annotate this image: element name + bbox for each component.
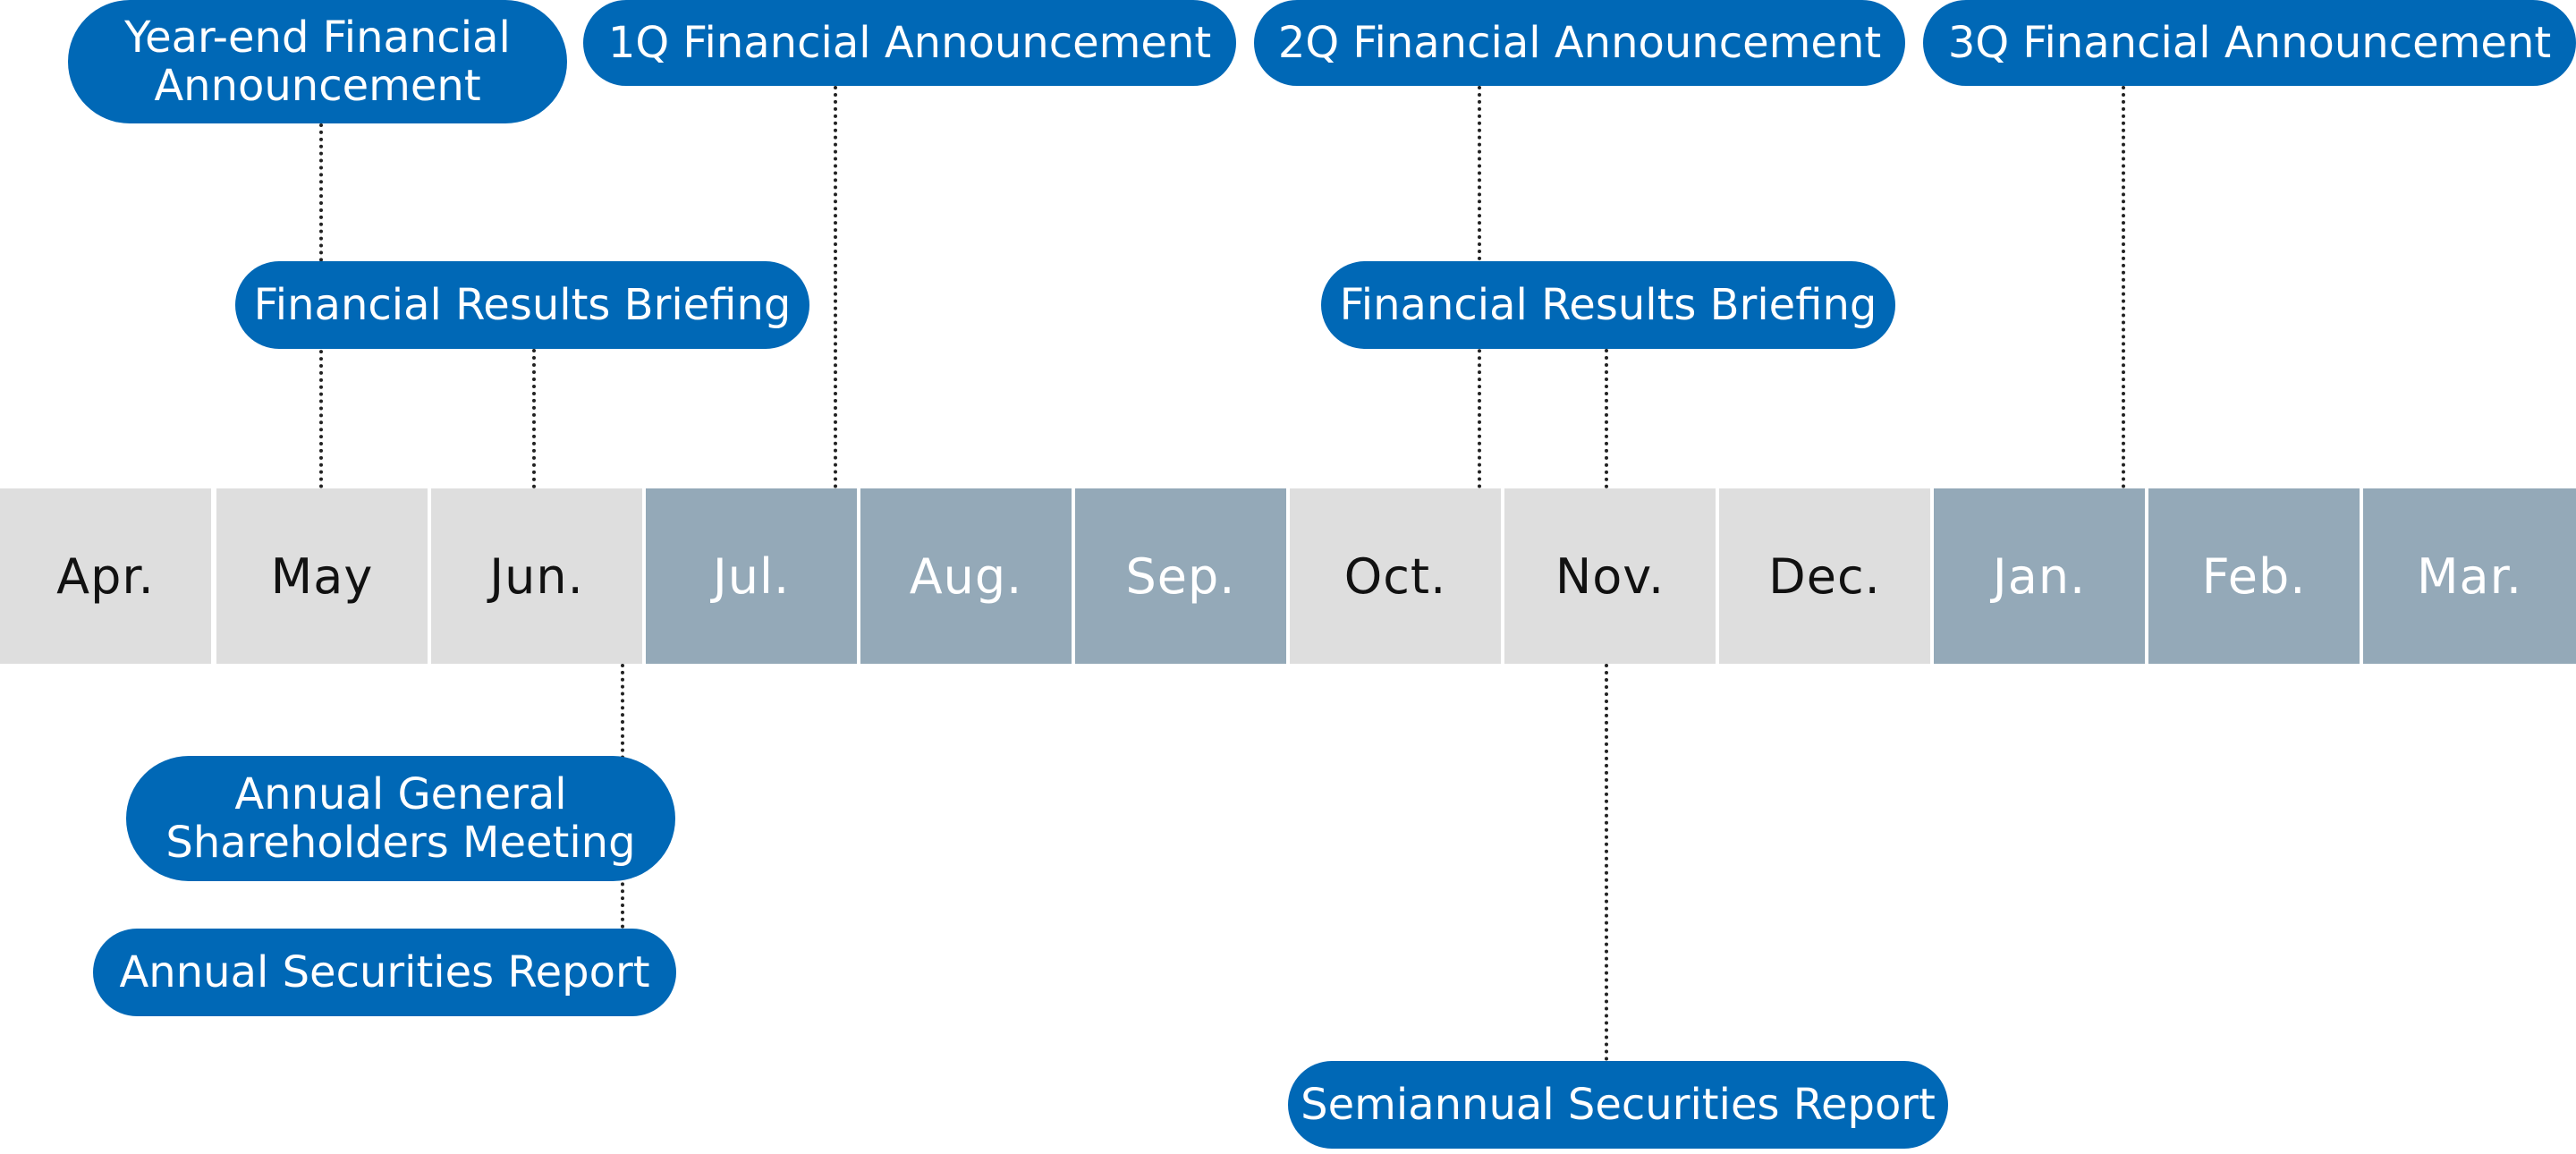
- semiannual-securities-report-pill: Semiannual Securities Report: [1288, 1061, 1948, 1149]
- month-feb: Feb.: [2148, 488, 2360, 664]
- q3-announcement-pill: 3Q Financial Announcement: [1923, 0, 2576, 86]
- month-oct: Oct.: [1290, 488, 1501, 664]
- annual-securities-report-pill: Annual Securities Report: [93, 929, 676, 1016]
- connector-q1: [834, 86, 837, 488]
- results-briefing-nov-pill: Financial Results Briefing: [1321, 261, 1895, 349]
- connector-briefing-nov: [1605, 349, 1608, 488]
- month-may: May: [216, 488, 428, 664]
- month-aug: Aug.: [860, 488, 1072, 664]
- results-briefing-may-pill: Financial Results Briefing: [235, 261, 809, 349]
- agm-pill: Annual General Shareholders Meeting: [126, 756, 675, 881]
- month-jun: Jun.: [431, 488, 642, 664]
- month-mar: Mar.: [2363, 488, 2576, 664]
- q1-announcement-pill: 1Q Financial Announcement: [583, 0, 1236, 86]
- month-nov: Nov.: [1504, 488, 1716, 664]
- month-jul: Jul.: [646, 488, 857, 664]
- year-end-announcement-pill: Year-end Financial Announcement: [68, 0, 567, 123]
- connector-semiannual: [1605, 664, 1608, 1061]
- connector-briefing-may: [532, 349, 536, 488]
- q2-announcement-pill: 2Q Financial Announcement: [1254, 0, 1905, 86]
- month-dec: Dec.: [1719, 488, 1930, 664]
- connector-q3: [2122, 86, 2125, 488]
- month-apr: Apr.: [0, 488, 211, 664]
- month-jan: Jan.: [1934, 488, 2145, 664]
- month-sep: Sep.: [1075, 488, 1286, 664]
